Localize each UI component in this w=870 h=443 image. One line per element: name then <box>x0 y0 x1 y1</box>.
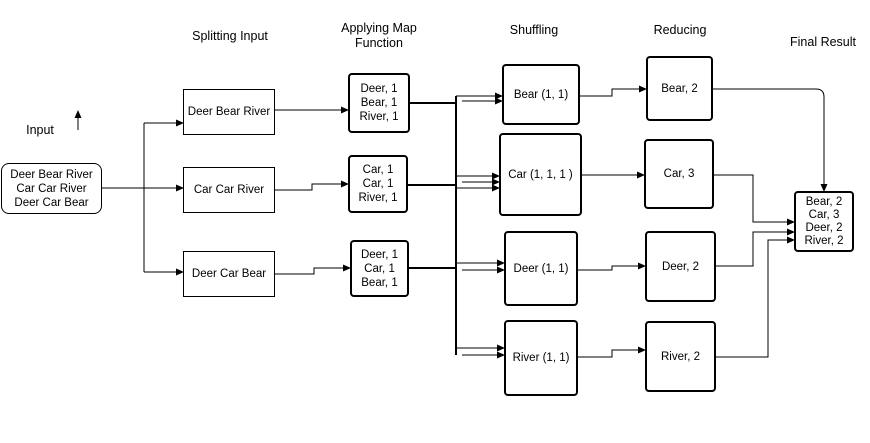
shuffle-box-river-label: River (1, 1) <box>512 352 570 364</box>
final-line-3: Deer, 2 <box>805 221 843 234</box>
reduce-box-car: Car, 3 <box>644 139 714 209</box>
map-box-2-line-1: Car, 1 <box>362 164 394 176</box>
split-box-1: Deer Bear River <box>183 89 275 135</box>
reduce-box-river-label: River, 2 <box>661 350 700 363</box>
header-splitting: Splitting Input <box>192 29 268 43</box>
final-line-2: Car, 3 <box>808 208 840 221</box>
shuffle-box-car: Car (1, 1, 1 ) <box>499 133 582 216</box>
edge-shuffle-reduce-bear <box>580 85 647 97</box>
reduce-box-car-label: Car, 3 <box>663 168 695 180</box>
map-box-1-line-3: River, 1 <box>359 111 399 123</box>
reduce-box-river: River, 2 <box>645 321 716 392</box>
shuffle-box-car-label: Car (1, 1, 1 ) <box>508 168 573 181</box>
edge-reduce-final-river <box>716 236 795 358</box>
split-box-3: Deer Car Bear <box>183 251 275 297</box>
shuffle-box-bear-label: Bear (1, 1) <box>513 88 569 101</box>
map-box-2-line-3: River, 1 <box>358 192 398 204</box>
map-box-2-line-2: Car, 1 <box>362 178 394 190</box>
shuffle-box-river: River (1, 1) <box>504 320 578 396</box>
input-box: Deer Bear River Car Car River Deer Car B… <box>1 163 102 214</box>
map-box-3-line-1: Deer, 1 <box>360 248 399 261</box>
map-box-3-line-3: Bear, 1 <box>361 276 398 289</box>
header-input: Input <box>26 123 54 137</box>
final-line-4: River, 2 <box>804 234 844 247</box>
header-shuffling: Shuffling <box>509 23 559 37</box>
map-box-2: Car, 1 Car, 1 River, 1 <box>348 155 408 213</box>
shuffle-box-bear: Bear (1, 1) <box>502 64 580 125</box>
header-mapping-line-1: Applying Map <box>341 21 417 35</box>
map-box-3-line-2: Car, 1 <box>364 262 395 275</box>
split-box-2-label: Car Car River <box>193 184 265 196</box>
edge-reduce-final-deer <box>716 228 795 267</box>
reduce-box-bear-label: Bear, 2 <box>661 82 698 95</box>
edge-reduce-final-bear <box>713 88 828 192</box>
edge-shuffle-reduce-river <box>578 346 646 358</box>
map-box-1-line-2: Bear, 1 <box>360 97 398 109</box>
shuffle-box-deer: Deer (1, 1) <box>504 231 578 306</box>
final-line-1: Bear, 2 <box>805 195 843 208</box>
edge-shuffle-reduce-deer <box>578 262 646 271</box>
split-box-1-label: Deer Bear River <box>187 106 271 118</box>
input-line-2: Car Car River <box>16 182 87 195</box>
reduce-box-deer: Deer, 2 <box>645 231 716 302</box>
edge-split-map-3 <box>275 264 351 275</box>
split-box-3-label: Deer Car Bear <box>191 268 267 280</box>
header-mapping: Applying Map Function <box>326 21 432 51</box>
input-line-3: Deer Car Bear <box>14 196 89 209</box>
shuffle-box-deer-label: Deer (1, 1) <box>513 262 569 275</box>
header-final-result: Final Result <box>790 35 856 49</box>
header-mapping-line-2: Function <box>355 36 403 50</box>
edge-split-map-2 <box>275 180 349 191</box>
final-result-box: Bear, 2 Car, 3 Deer, 2 River, 2 <box>794 191 854 252</box>
reduce-box-deer-label: Deer, 2 <box>661 260 700 273</box>
map-box-1: Deer, 1 Bear, 1 River, 1 <box>348 73 410 133</box>
reduce-box-bear: Bear, 2 <box>646 56 713 121</box>
map-box-1-line-1: Deer, 1 <box>360 83 398 95</box>
map-box-3: Deer, 1 Car, 1 Bear, 1 <box>350 240 409 297</box>
input-line-1: Deer Bear River <box>10 168 93 181</box>
header-reducing: Reducing <box>653 23 707 37</box>
split-box-2: Car Car River <box>183 167 275 213</box>
edge-reduce-final-car <box>714 174 795 226</box>
